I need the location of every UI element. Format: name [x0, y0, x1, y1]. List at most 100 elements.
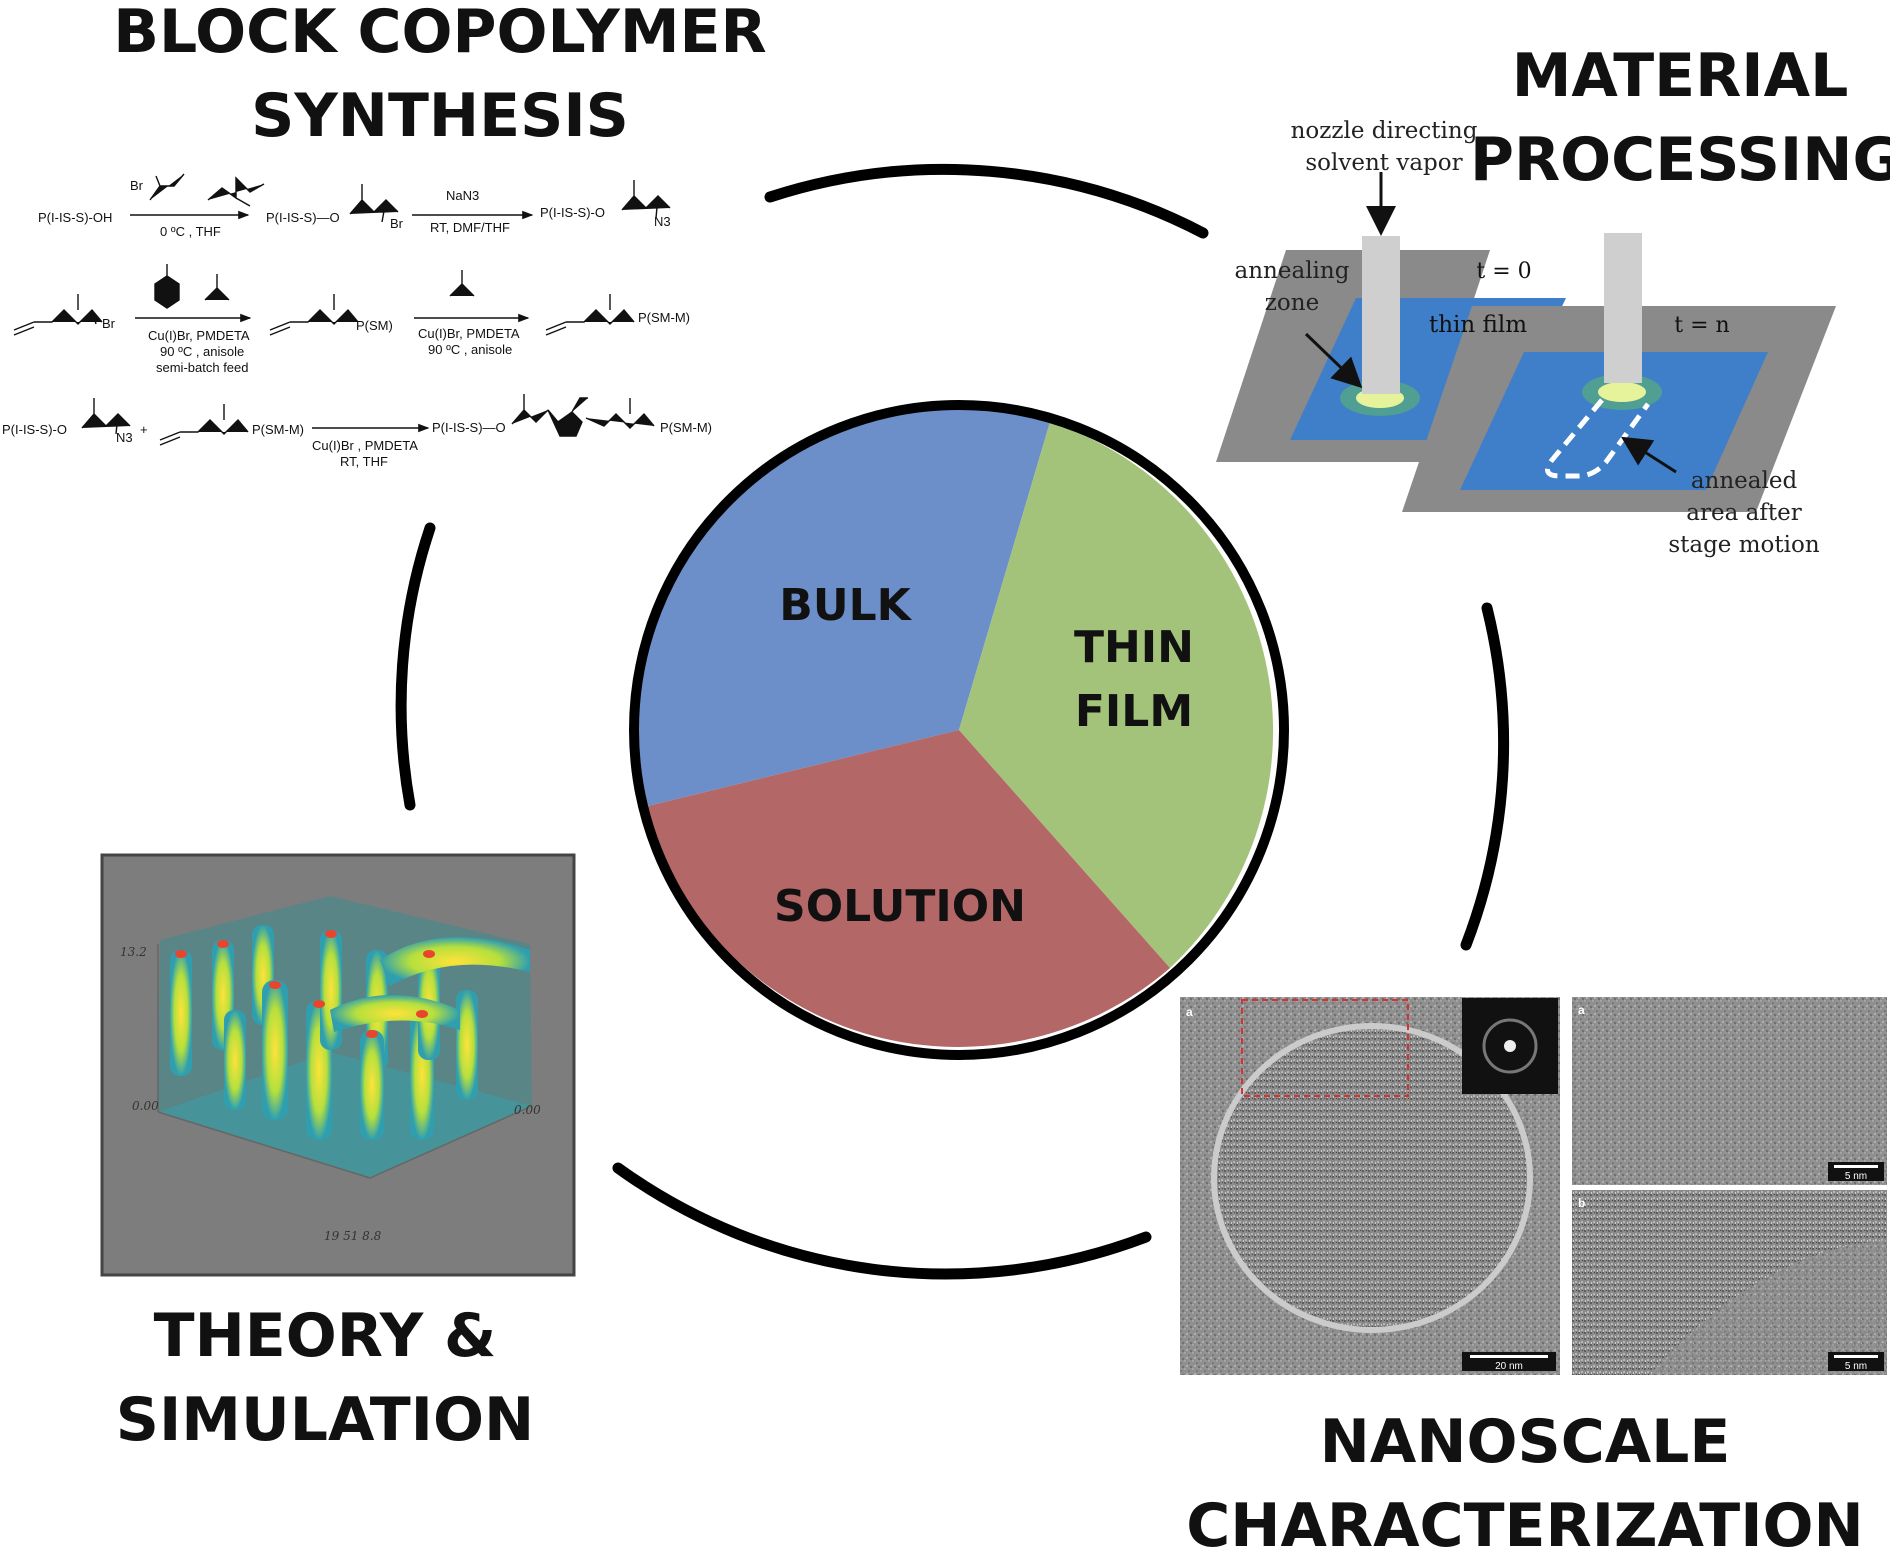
tem-small-top	[1572, 997, 1887, 1185]
cylinder-core	[269, 981, 281, 989]
tem-fft-ring	[1482, 1018, 1538, 1074]
cylinder-core	[366, 1030, 378, 1038]
thin-film-label: thin film	[1429, 312, 1527, 338]
scheme-r3-partner: P(SM-M)	[252, 422, 304, 437]
heading-synthesis-line2: SYNTHESIS	[251, 81, 629, 151]
arc-top	[764, 163, 1209, 239]
tem-small-top-scaleline	[1834, 1165, 1878, 1168]
scheme-r2-monomer2-bonds	[449, 270, 475, 297]
tem-zoom-box	[1241, 999, 1409, 1097]
cylinder-core	[313, 1000, 325, 1008]
heading-processing-line2: PROCESSING	[1470, 125, 1890, 195]
scheme-r2-intermediate: P(SM)	[356, 318, 393, 333]
processing-panel: nozzle directing solvent vapor annealing…	[1216, 118, 1836, 558]
time-start-label: t = 0	[1476, 259, 1531, 284]
scheme-r2-conditions-2: 90 ºC , anisole	[160, 344, 244, 359]
scheme-r1-amine-bonds	[207, 176, 265, 207]
scheme-r2-reactant-bonds	[13, 294, 103, 336]
simulation-axis-bottom-label: 19 51 8.8	[324, 1229, 382, 1243]
pie-chart: BULK THIN FILM SOLUTION	[629, 400, 1289, 1060]
tem-large-scaleline	[1470, 1355, 1548, 1358]
zone-arrow	[1304, 332, 1363, 389]
nozzle-label-2: solvent vapor	[1305, 150, 1462, 176]
cycle-arcs	[395, 163, 1510, 1280]
scheme-r3-partner-bonds	[159, 404, 249, 446]
scheme-r3-reactant-bonds	[81, 398, 131, 435]
pie-label-film: FILM	[1075, 686, 1193, 737]
pie-label-thin: THIN	[1074, 622, 1194, 673]
pie-outline	[629, 400, 1289, 1060]
simulation-floor	[158, 1052, 532, 1178]
scheme-r2-conditions-3: semi-batch feed	[156, 360, 249, 375]
tem-small-bottom-scale-label: 5 nm	[1845, 1361, 1867, 1372]
cylinder	[320, 930, 342, 1050]
tem-small-top-scale-label: 5 nm	[1845, 1171, 1867, 1182]
scheme-r2-conditions2-1: Cu(I)Br, PMDETA	[418, 326, 520, 341]
scheme-r3-reactant: P(I-IS-S)-O	[2, 422, 67, 437]
scheme-r1-intermediate: P(I-IS-S)—O	[266, 210, 340, 225]
scheme-r1-conditions2: RT, DMF/THF	[430, 220, 510, 235]
scheme-r3-product-right: P(SM-M)	[660, 420, 712, 435]
pie-label-solution: SOLUTION	[774, 881, 1026, 932]
heading-characterization: NANOSCALE CHARACTERIZATION	[1160, 1400, 1890, 1568]
cylinder-core	[423, 950, 435, 958]
tem-small-bottom-edge	[1650, 1240, 1887, 1375]
scheme-r1-product-bonds	[621, 180, 671, 219]
tem-large-scale-label: 20 nm	[1495, 1361, 1523, 1372]
film-two	[1460, 352, 1768, 490]
simulation-axis-top-label: 13.2	[120, 945, 147, 959]
simulation-axis-origin-label: 0.00	[132, 1099, 159, 1113]
simulation-panel: 13.2 0.00 0.00 19 51 8.8	[100, 853, 576, 1277]
nozzle-one	[1362, 236, 1400, 394]
scheme-r1-reactant: P(I-IS-S)-OH	[38, 210, 112, 225]
tem-small-top-label: a	[1578, 1003, 1585, 1017]
cylinder-core	[325, 930, 337, 938]
arc-bottom	[612, 1162, 1152, 1280]
annealed-area-label-3: stage motion	[1668, 532, 1820, 558]
tem-vesicle	[1211, 1023, 1533, 1333]
annealing-zone-two	[1598, 382, 1646, 402]
scheme-r3-triazole-bonds	[511, 394, 588, 437]
scheme-r2-product-bonds	[545, 294, 635, 336]
scheme-r1-intermediate-sub: Br	[390, 216, 404, 231]
tem-small-bottom-label: b	[1578, 1196, 1585, 1210]
heading-theory-line2: SIMULATION	[115, 1385, 535, 1455]
scheme-r1-product-sub: N3	[654, 214, 671, 229]
scheme-r2-conditions-1: Cu(I)Br, PMDETA	[148, 328, 250, 343]
cylinder	[224, 1010, 246, 1110]
nozzle-label-1: nozzle directing	[1291, 118, 1478, 144]
simulation-axis-right	[369, 1105, 533, 1179]
cylinder	[360, 1030, 384, 1140]
scheme-r3-product-tail-bonds	[585, 398, 655, 429]
nozzle-two	[1604, 233, 1642, 383]
simulation-cylinders	[170, 925, 530, 1140]
scheme-r2-product: P(SM-M)	[638, 310, 690, 325]
scheme-r3-conditions-1: Cu(I)Br , PMDETA	[312, 438, 418, 453]
annealed-arrow	[1620, 436, 1677, 474]
time-end-label: t = n	[1674, 313, 1729, 338]
scheme-r2-conditions2-2: 90 ºC , anisole	[428, 342, 512, 357]
heading-synthesis-line1: BLOCK COPOLYMER	[113, 0, 767, 67]
heading-theory-line1: THEORY &	[153, 1301, 497, 1371]
scheme-r3-plus: +	[140, 422, 148, 437]
tem-panel: a 20 nm a 5 nm b 5 nm	[1180, 997, 1887, 1375]
simulation-axis-right-label: 0.00	[514, 1103, 541, 1117]
scheme-r1-reagent-br: Br	[130, 178, 144, 193]
cylinder-bridge	[330, 995, 460, 1032]
heading-characterization-line2: CHARACTERIZATION	[1186, 1491, 1864, 1561]
cylinder-core	[217, 940, 229, 948]
arc-left	[395, 522, 436, 811]
heading-characterization-line1: NANOSCALE	[1319, 1407, 1731, 1477]
tem-fft-center	[1504, 1040, 1516, 1052]
tem-small-bottom-scaleline	[1834, 1355, 1878, 1358]
annealed-area-outline	[1545, 398, 1651, 479]
annealing-zone-label-1: annealing	[1235, 258, 1350, 284]
annealed-area-label-2: area after	[1686, 500, 1801, 526]
arc-right	[1460, 602, 1510, 951]
annealed-area-label-1: annealed	[1691, 468, 1798, 494]
heading-theory: THEORY & SIMULATION	[60, 1294, 590, 1462]
synthesis-scheme: P(I-IS-S)-OH Br 0 ºC , THF P(I-IS-S)—O B…	[2, 173, 712, 469]
scheme-r1-reagent2: NaN3	[446, 188, 479, 203]
cylinder-core	[416, 1010, 428, 1018]
